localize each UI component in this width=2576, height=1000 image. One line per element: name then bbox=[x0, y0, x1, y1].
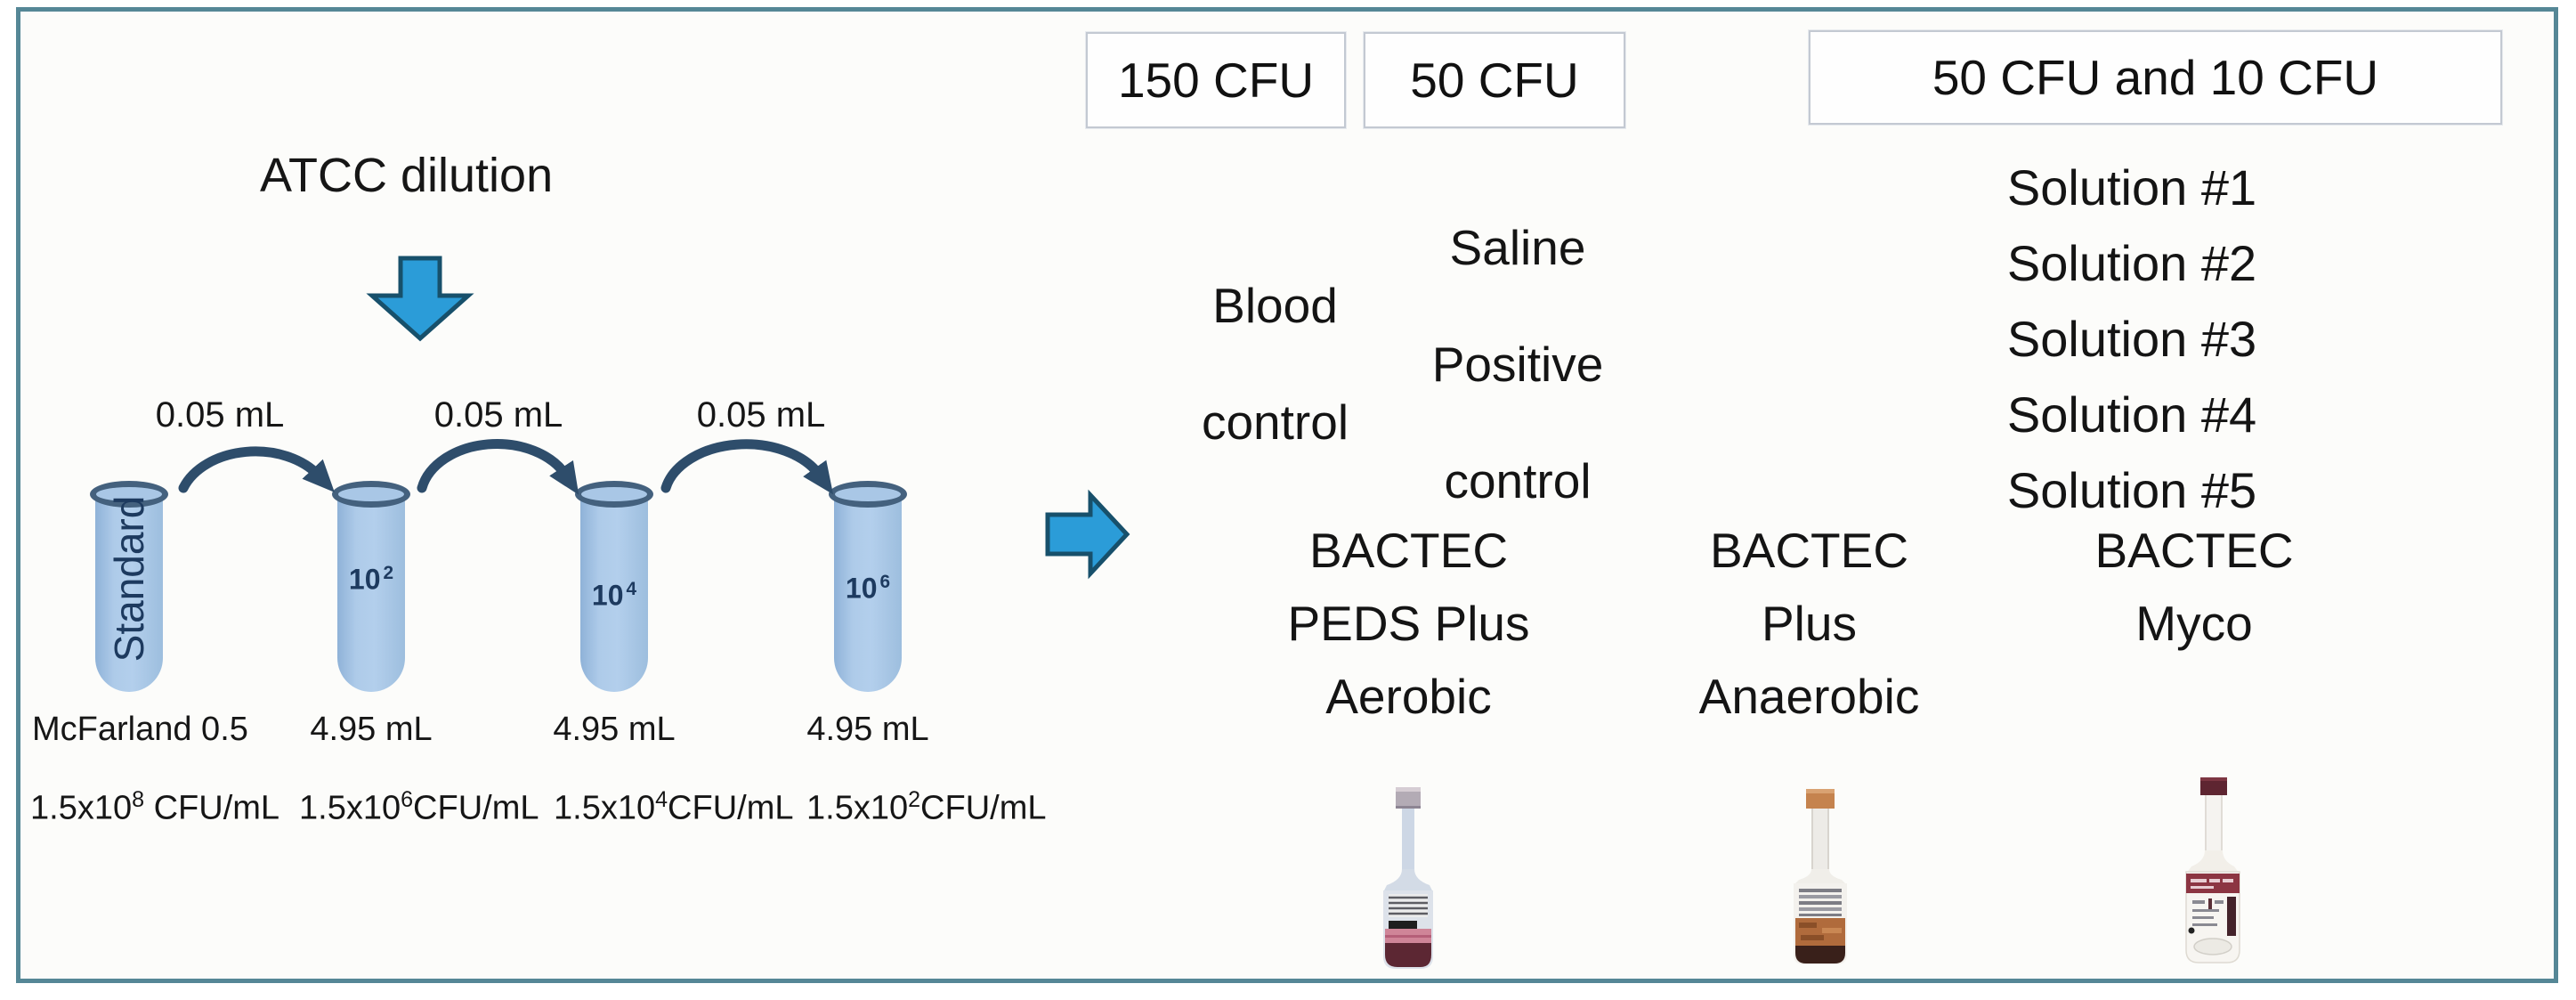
tube-standard: Standard bbox=[90, 481, 168, 695]
bottle-brand-band bbox=[2186, 874, 2240, 893]
bottle-liquid bbox=[1385, 943, 1431, 967]
tube-10-2-rim bbox=[332, 481, 410, 508]
bottle-cap bbox=[1396, 787, 1421, 793]
solution-item: Solution #2 bbox=[2006, 235, 2257, 291]
figure-border-frame bbox=[16, 7, 2558, 983]
tube-standard-volume: McFarland 0.5 bbox=[32, 711, 248, 748]
tube-10-2-body bbox=[337, 494, 405, 692]
bactec-plus-anaerobic-bottle-image bbox=[1794, 789, 1847, 964]
concentration-10-2: 1.5x106CFU/mL bbox=[299, 787, 539, 827]
tube-10-2-volume: 4.95 mL bbox=[310, 711, 433, 748]
cfu-box-150: 150 CFU bbox=[1086, 32, 1346, 128]
bactec-myco-label: BACTEC Myco bbox=[2094, 523, 2294, 651]
cfu-box-150-label: 150 CFU bbox=[1117, 53, 1315, 108]
transfer-volume-label-2: 0.05 mL bbox=[433, 395, 563, 435]
tube-10-4-rim bbox=[575, 481, 653, 508]
saline-positive-control-label: Saline Positive control bbox=[1431, 220, 1604, 508]
bottle-liquid bbox=[1795, 946, 1845, 963]
tube-standard-label: Standard bbox=[106, 496, 152, 663]
tube-standard-body bbox=[95, 494, 163, 692]
cfu-box-50-label: 50 CFU bbox=[1410, 53, 1579, 108]
bactec-plus-anaerobic-label: BACTEC Plus Anaerobic bbox=[1698, 523, 1920, 724]
bottle-barcode bbox=[1799, 889, 1842, 916]
bottle-cap bbox=[2200, 777, 2227, 782]
solutions-list: Solution #1 Solution #2 Solution #3 Solu… bbox=[1985, 150, 2279, 528]
blood-control-label: Blood control bbox=[1201, 278, 1349, 450]
bactec-myco-bottle-image bbox=[2185, 777, 2240, 963]
bottle-neck bbox=[2205, 795, 2223, 850]
cfu-box-50-and-10-label: 50 CFU and 10 CFU bbox=[1932, 50, 2379, 105]
transfer-volume-label-3: 0.05 mL bbox=[696, 395, 826, 435]
solution-item: Solution #3 bbox=[2006, 311, 2257, 367]
cfu-box-50: 50 CFU bbox=[1364, 32, 1625, 128]
concentration-10-4: 1.5x104CFU/mL bbox=[554, 787, 794, 827]
bactec-peds-plus-aerobic-label: BACTEC PEDS Plus Aerobic bbox=[1287, 523, 1530, 724]
solution-item: Solution #1 bbox=[2006, 159, 2257, 215]
tube-10-6-body bbox=[834, 494, 902, 692]
dilution-title: ATCC dilution bbox=[260, 149, 554, 202]
transfer-volume-label-1: 0.05 mL bbox=[155, 395, 285, 435]
tube-10-4-body bbox=[580, 494, 648, 692]
tube-standard-rim bbox=[90, 481, 168, 508]
concentration-standard: 1.5x108 CFU/mL bbox=[30, 787, 280, 827]
bottle-barcode bbox=[2227, 897, 2236, 936]
tube-10-6-rim bbox=[829, 481, 907, 508]
tube-10-6-volume: 4.95 mL bbox=[806, 711, 929, 748]
bactec-peds-plus-aerobic-bottle-image bbox=[1383, 787, 1433, 969]
solution-item: Solution #5 bbox=[2006, 462, 2257, 518]
tube-10-4-volume: 4.95 mL bbox=[553, 711, 676, 748]
bottle-neck bbox=[1811, 809, 1829, 874]
solution-item: Solution #4 bbox=[2006, 386, 2257, 443]
concentration-10-6: 1.5x102CFU/mL bbox=[806, 787, 1047, 827]
bottle-label-text bbox=[2192, 898, 2224, 926]
bottle-neck bbox=[1402, 809, 1414, 869]
cfu-box-50-and-10: 50 CFU and 10 CFU bbox=[1809, 30, 2502, 125]
bottle-cap bbox=[1806, 789, 1835, 794]
